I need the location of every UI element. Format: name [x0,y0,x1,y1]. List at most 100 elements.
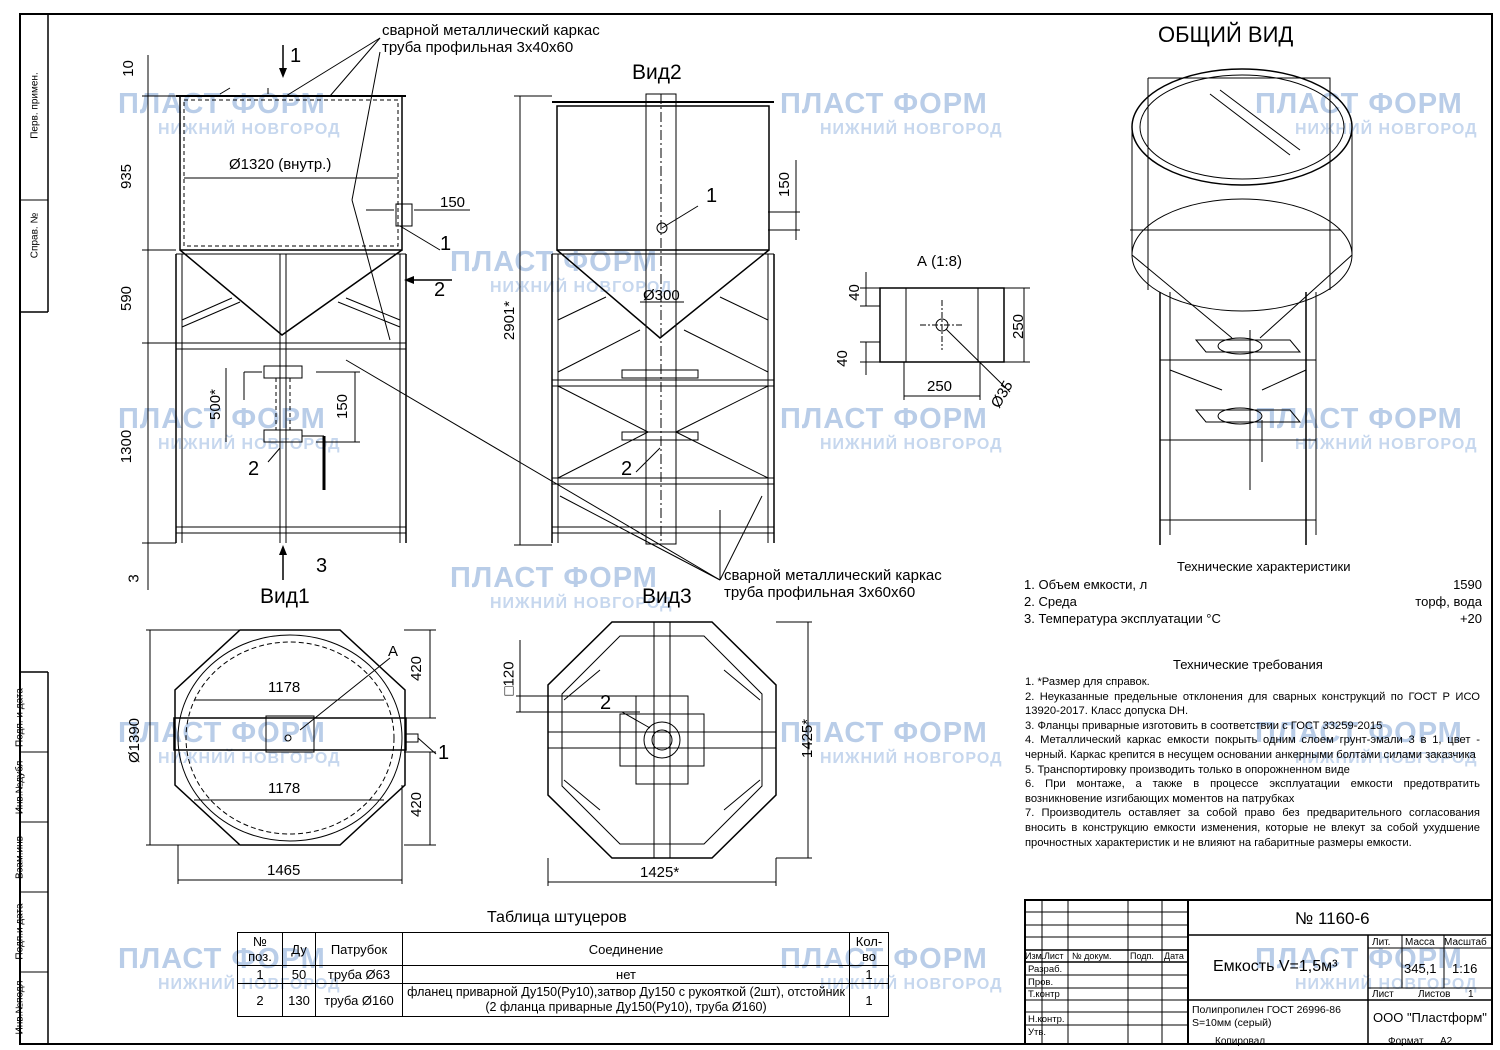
table-cell: 50 [282,965,316,984]
table-cell: 1 [849,965,889,984]
dim-250-horizontal: 250 [927,378,953,395]
stamp-inv-dubl: Инв.№дубл [14,760,26,815]
dim-40-bottom: 40 [833,350,851,367]
role-tkontr: Т.контр [1028,989,1060,1000]
table-cell: 1 [237,965,283,984]
watermark-brand: ПЛАСТ ФОРМ [780,88,988,120]
watermark-city: НИЖНИЙ НОВГОРОД [1295,976,1478,993]
position-2-drain: 2 [248,458,260,480]
watermark-brand: ПЛАСТ ФОРМ [450,246,658,278]
watermark-city: НИЖНИЙ НОВГОРОД [820,750,1003,767]
dim-500: 500* [206,389,224,420]
sheets-label: Листов [1418,989,1451,1000]
dim-1300: 1300 [118,429,136,464]
stamp-sprav: Справ. № [29,212,41,259]
dim-420-bottom: 420 [408,791,426,818]
format-label: Формат [1388,1036,1424,1047]
detail-a-title: А (1:8) [917,253,963,270]
tech-req-item: 7. Производитель оставляет за собой прав… [1025,807,1480,849]
dim-590: 590 [118,285,136,312]
tech-char-value: 1590 [1453,577,1482,592]
tech-req-item: 2. Неуказанные предельные отклонения для… [1025,690,1480,718]
view-arrow-3-label: 3 [316,555,328,577]
watermark-brand: ПЛАСТ ФОРМ [1255,717,1463,749]
tech-char-value: торф, вода [1415,594,1482,609]
fitting-table: № поз. Ду Патрубок Соединение Кол-во 1 5… [237,932,889,1017]
tech-chars-title: Технические характеристики [1177,559,1351,574]
view1-title: Вид1 [260,585,310,608]
table-cell: 1 [849,983,889,1017]
table-header-row: № поз. Ду Патрубок Соединение Кол-во [237,932,889,966]
fitting-table-title: Таблица штуцеров [487,909,627,926]
column-header: Соединение [402,932,850,966]
rev-col-podp: Подп. [1130,951,1154,961]
dim-150-drain: 150 [334,393,352,420]
watermark-brand: ПЛАСТ ФОРМ [118,717,326,749]
company-name: ООО "Пластформ" [1373,1010,1487,1025]
dim-diameter-1320: Ø1320 (внутр.) [229,156,332,173]
dim-diameter-1390: Ø1390 [126,717,144,764]
watermark-brand: ПЛАСТ ФОРМ [780,403,988,435]
section-letter-a: А [388,643,399,660]
stamp-inv-podl: Инв.№подл [14,980,26,1035]
tech-req-list: 1. *Размер для справок. 2. Неуказанные п… [1025,675,1480,850]
tech-req-item: 5. Транспортировку производить только в … [1025,763,1350,776]
dim-1465: 1465 [267,862,301,879]
tech-req-item: 4. Металлический каркас емкости покрыть … [1025,734,1480,761]
tech-char-label: 3. Температура эксплуатации °С [1024,611,1221,626]
scale-value: 1:16 [1452,961,1478,976]
dim-1178-bottom: 1178 [268,780,301,797]
watermark-city: НИЖНИЙ НОВГОРОД [1295,121,1478,138]
tech-req-item: 1. *Размер для справок. [1025,676,1150,688]
drawing-number: № 1160-6 [1295,909,1370,928]
position-2-view2: 2 [621,458,633,480]
dim-420-top: 420 [408,655,426,682]
general-view-title: ОБЩИЙ ВИД [1158,22,1294,47]
stamp-perv-primen: Перв. примен. [29,72,41,139]
tech-req-item: 3. Фланцы приварные изготовить в соответ… [1025,719,1383,732]
position-2-view3: 2 [600,692,612,714]
watermark-city: НИЖНИЙ НОВГОРОД [158,750,341,767]
lit-label: Лит. [1372,937,1391,948]
dim-935: 935 [118,163,136,190]
table-cell: 130 [282,983,316,1017]
dim-1178-top: 1178 [268,679,301,696]
format-value: А2 [1440,1036,1453,1047]
product-name: Емкость V=1,5м³ [1213,958,1338,975]
mass-label: Масса [1405,937,1435,948]
dim-250-vertical: 250 [1010,313,1028,340]
watermark-brand: ПЛАСТ ФОРМ [450,562,658,594]
watermark-city: НИЖНИЙ НОВГОРОД [158,436,341,453]
watermark-city: НИЖНИЙ НОВГОРОД [158,121,341,138]
dim-1425-vertical: 1425* [799,718,817,759]
frame-callout-top-line1: сварной металлический каркас [382,22,600,39]
watermark-city: НИЖНИЙ НОВГОРОД [1295,436,1478,453]
tech-char-label: 2. Среда [1024,594,1077,609]
watermark-brand: ПЛАСТ ФОРМ [1255,88,1463,120]
frame-callout-bottom-line2: труба профильная 3х60х60 [724,584,916,601]
tech-char-row: 2. Среда торф, вода [1024,593,1482,610]
dim-40-top: 40 [845,284,863,301]
dim-diameter-300: Ø300 [643,287,680,304]
tech-char-value: +20 [1459,611,1482,626]
column-header: Ду [282,932,316,966]
role-utv: Утв. [1028,1027,1047,1038]
sheets-value: 1 [1468,989,1474,1000]
rev-col-doc: № докум. [1072,951,1112,961]
dim-1425-horizontal: 1425* [640,864,680,881]
position-1-view2: 1 [706,185,718,207]
watermark-city: НИЖНИЙ НОВГОРОД [490,279,673,296]
scale-label: Масштаб [1444,937,1487,948]
